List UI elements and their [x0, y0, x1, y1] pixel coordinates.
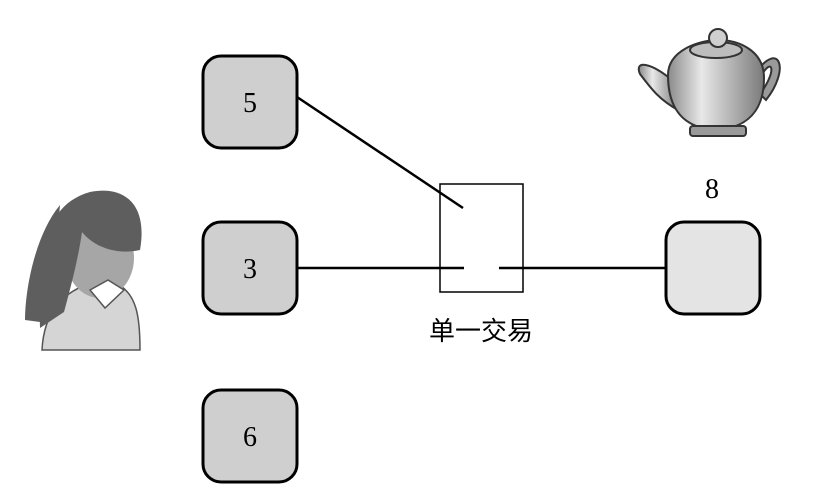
connector-top [296, 95, 464, 210]
woman-icon [25, 190, 142, 351]
node-box-middle: 3 [201, 220, 299, 316]
node-value-middle: 3 [243, 254, 257, 285]
switch-icon [296, 95, 666, 293]
node-box-top: 5 [201, 54, 299, 150]
teapot-icon [637, 28, 781, 137]
right-node-label: 8 [705, 174, 719, 205]
node-value-top: 5 [243, 88, 257, 119]
node-box-bottom: 6 [201, 388, 299, 484]
node-value-bottom: 6 [243, 422, 257, 453]
node-box-right [664, 220, 762, 316]
switch-caption: 单一交易 [429, 317, 533, 347]
